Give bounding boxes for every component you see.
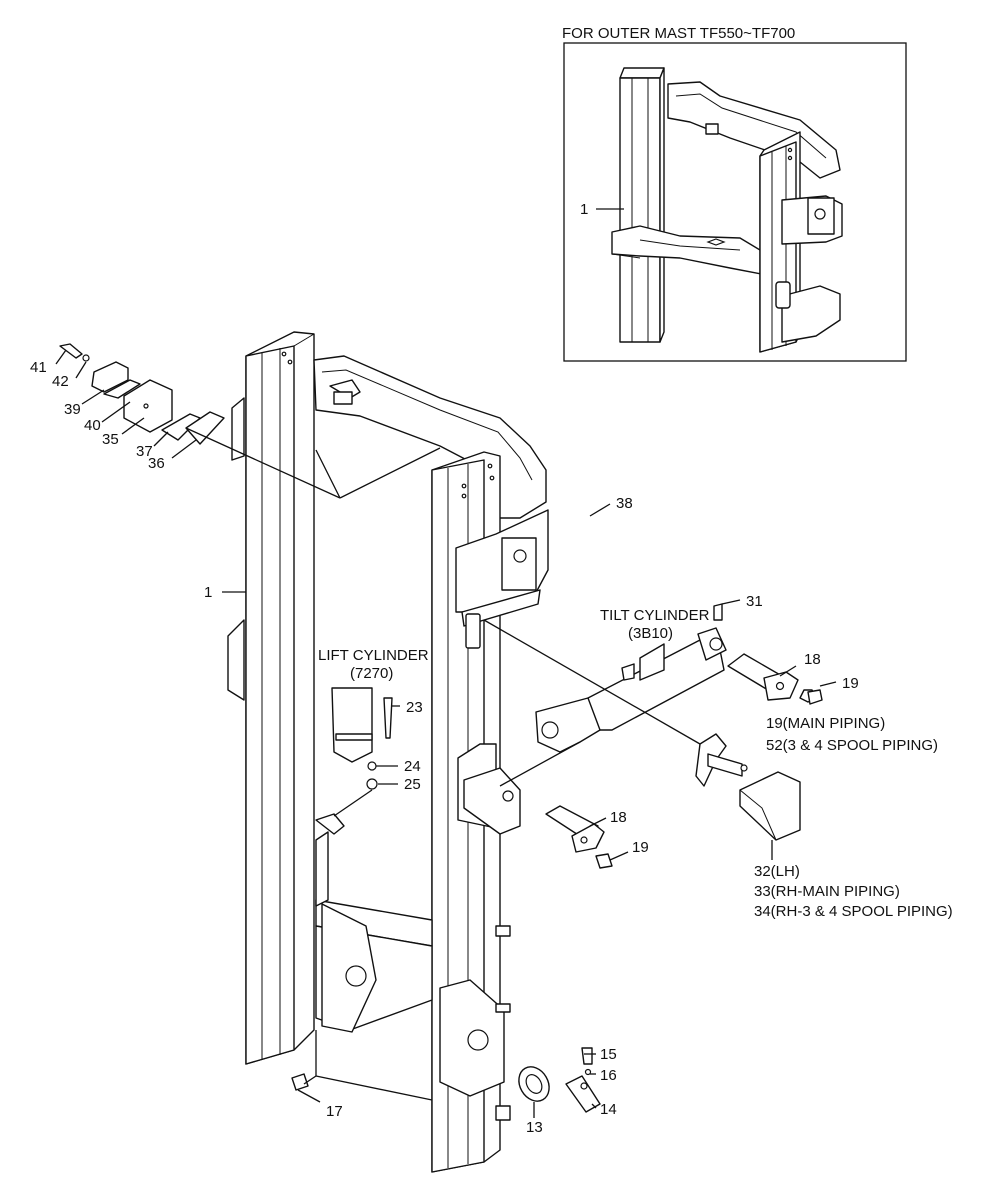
lift-cylinder-fragment [331, 687, 393, 817]
callout-38: 38 [616, 495, 633, 512]
callout-19-main-piping: 19(MAIN PIPING) [766, 715, 885, 732]
tilt-cylinder-code: (3B10) [628, 625, 673, 642]
callout-16: 16 [600, 1067, 617, 1084]
callout-19-upper: 19 [842, 675, 859, 692]
callout-18-lower: 18 [610, 809, 627, 826]
callout-15: 15 [600, 1046, 617, 1063]
callout-34: 34(RH-3 & 4 SPOOL PIPING) [754, 903, 953, 920]
callout-labels: 1 41 42 39 40 35 37 36 38 31 TILT CYLIND… [30, 359, 953, 1136]
lift-cylinder-label: LIFT CYLINDER [318, 647, 429, 664]
callout-19-lower: 19 [632, 839, 649, 856]
inset-callout-1: 1 [580, 201, 588, 218]
callout-leaders [55, 349, 741, 1118]
callout-32: 32(LH) [754, 863, 800, 880]
callout-1: 1 [204, 584, 212, 601]
top-roller-bracket-hardware [59, 343, 341, 499]
callout-39: 39 [64, 401, 81, 418]
tilt-cylinder-label: TILT CYLINDER [600, 607, 710, 624]
inset-title: FOR OUTER MAST TF550~TF700 [562, 25, 795, 42]
tilt-cylinder [499, 603, 727, 787]
callout-33: 33(RH-MAIN PIPING) [754, 883, 900, 900]
outer-mast-assembly [227, 331, 549, 1173]
upper-pin-hardware [727, 653, 837, 705]
callout-52: 52(3 & 4 SPOOL PIPING) [766, 737, 938, 754]
lift-cylinder-code: (7270) [350, 665, 393, 682]
callout-18-upper: 18 [804, 651, 821, 668]
callout-36: 36 [148, 455, 165, 472]
inset-panel: FOR OUTER MAST TF550~TF700 1 [562, 25, 907, 362]
callout-31: 31 [746, 593, 763, 610]
callout-17: 17 [326, 1103, 343, 1120]
piping-bracket [483, 619, 801, 860]
callout-41: 41 [30, 359, 47, 376]
lower-pin-hardware [545, 805, 629, 869]
lower-bushing-hardware [291, 1047, 601, 1113]
callout-24: 24 [404, 758, 421, 775]
callout-37: 37 [136, 443, 153, 460]
callout-35: 35 [102, 431, 119, 448]
callout-42: 42 [52, 373, 69, 390]
callout-40: 40 [84, 417, 101, 434]
callout-25: 25 [404, 776, 421, 793]
callout-13: 13 [526, 1119, 543, 1136]
callout-23: 23 [406, 699, 423, 716]
callout-14: 14 [600, 1101, 617, 1118]
